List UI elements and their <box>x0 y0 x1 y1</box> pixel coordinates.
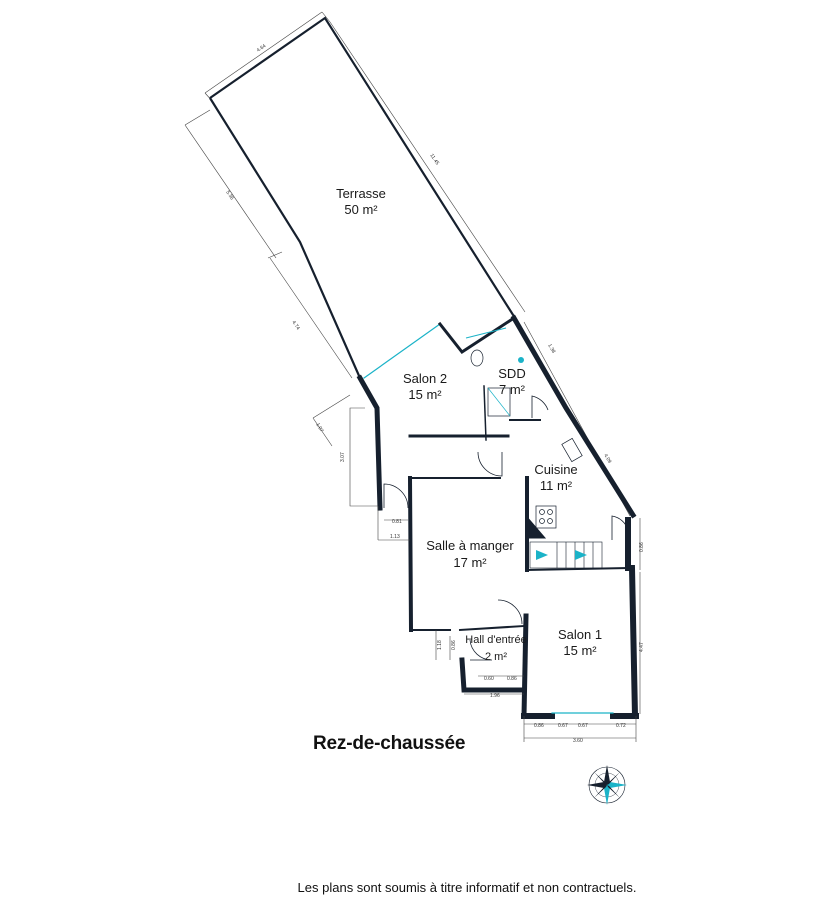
room-salon2: Salon 2 15 m² <box>403 371 447 402</box>
staircase <box>529 541 603 569</box>
sdd-fixtures <box>465 327 524 417</box>
terrasse-outline <box>209 16 516 379</box>
dim-hall-door: 0.86 <box>451 640 457 650</box>
room-name-sdd: SDD <box>498 366 525 381</box>
room-cuisine: Cuisine 11 m² <box>534 462 577 493</box>
room-sdd: SDD 7 m² <box>498 366 525 397</box>
dim-hall-bottom-a: 0.60 <box>484 676 494 682</box>
dim-bottom-a: 0.86 <box>534 723 544 729</box>
house-walls <box>356 314 639 720</box>
dim-terrasse-top: 4.64 <box>256 43 268 54</box>
terrasse-dimension-lines <box>184 11 631 517</box>
room-name-terrasse: Terrasse <box>336 186 386 201</box>
door-swings <box>383 395 629 661</box>
dim-cuisine-side: 4.09 <box>602 453 612 465</box>
dim-terrasse-left-lower: 4.74 <box>290 320 301 332</box>
room-area-cuisine: 11 m² <box>540 478 573 493</box>
room-area-salon2: 15 m² <box>408 387 442 402</box>
room-hall: Hall d'entrée 2 m² <box>465 634 526 663</box>
room-salon1: Salon 1 15 m² <box>558 627 602 658</box>
dim-bottom-d: 0.72 <box>616 723 626 729</box>
dim-salon2-left: 3.07 <box>340 452 346 462</box>
dim-right-main: 4.47 <box>639 642 645 652</box>
room-name-cuisine: Cuisine <box>534 462 577 477</box>
floor-title: Rez-de-chaussée <box>313 733 466 754</box>
dim-bottom-b: 0.67 <box>558 723 568 729</box>
room-area-salon1: 15 m² <box>563 643 597 658</box>
dim-salon2-corner: 1.07 <box>314 422 324 434</box>
room-name-hall: Hall d'entrée <box>465 634 526 646</box>
room-name-salle-a-manger: Salle à manger <box>426 538 514 553</box>
house-dimension-lines <box>349 407 641 742</box>
room-terrasse: Terrasse 50 m² <box>336 186 386 217</box>
dim-hall-total: 1.96 <box>490 693 500 699</box>
dim-bottom-c: 0.67 <box>578 723 588 729</box>
dim-sdd-side: 1.38 <box>546 343 556 355</box>
dim-hall-bottom-b: 0.86 <box>507 676 517 682</box>
room-area-hall: 2 m² <box>485 651 507 663</box>
room-name-salon2: Salon 2 <box>403 371 447 386</box>
dim-terrasse-long: 11.45 <box>428 153 440 167</box>
dim-right-top: 0.86 <box>639 542 645 552</box>
room-area-terrasse: 50 m² <box>344 202 378 217</box>
room-name-salon1: Salon 1 <box>558 627 602 642</box>
dim-salle-width: 1.13 <box>390 534 400 540</box>
dim-hall-height: 1.18 <box>437 640 443 650</box>
room-area-sdd: 7 m² <box>499 382 526 397</box>
dim-terrasse-left: 5.36 <box>224 190 235 202</box>
dim-salle-door: 0.81 <box>392 519 402 525</box>
disclaimer: Les plans sont soumis à titre informatif… <box>297 880 637 895</box>
kitchen-fixtures <box>535 437 583 529</box>
compass-rose-icon <box>587 765 627 805</box>
room-area-salle-a-manger: 17 m² <box>453 555 487 570</box>
room-salle-a-manger: Salle à manger 17 m² <box>426 538 514 570</box>
dim-bottom-total: 3.60 <box>573 738 583 744</box>
